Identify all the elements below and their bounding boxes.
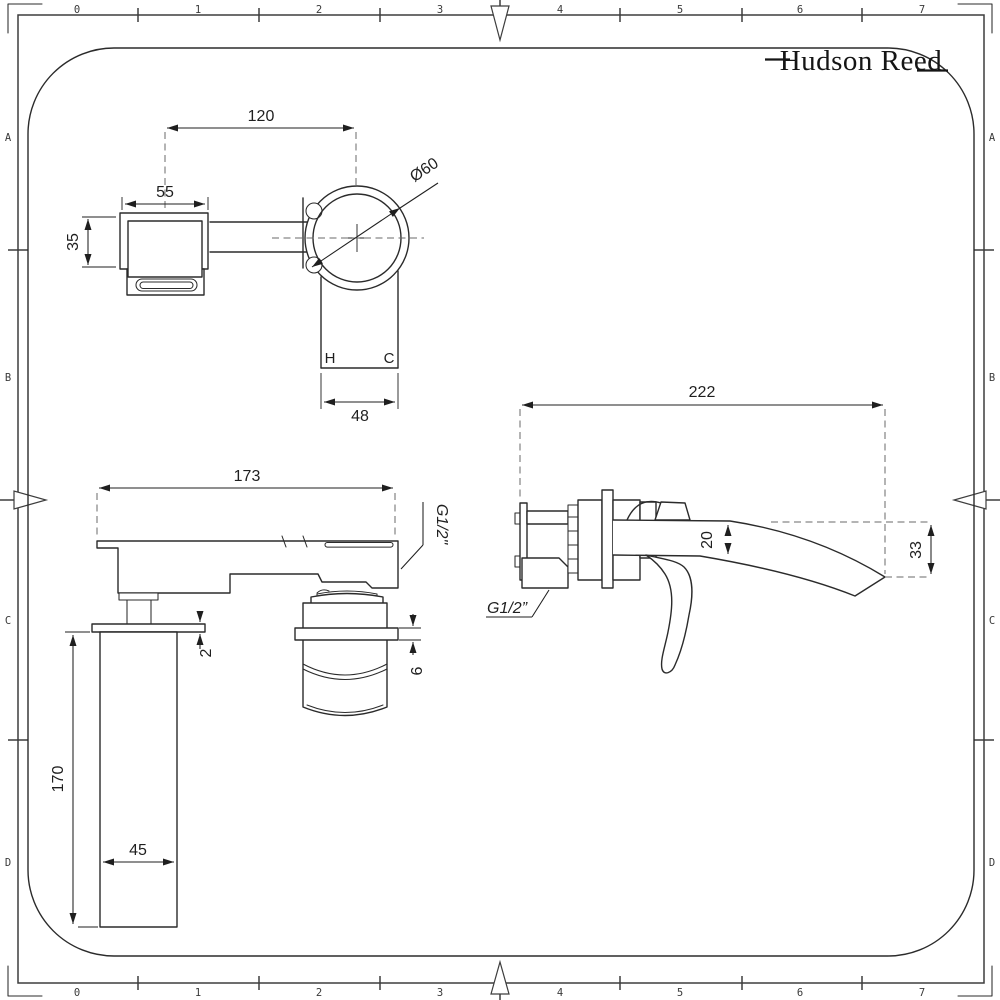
valve-cove-upper [302,663,388,676]
dim-handle-width: 55 [156,184,174,201]
spout-body-fill [321,271,398,368]
ruler-number-top-5: 5 [677,4,683,16]
valve-cap-knob [316,589,330,594]
screw-lug-top [305,202,323,220]
ruler-number-top-1: 1 [195,4,201,16]
dim-wall-projection: 222 [689,384,716,401]
inlet-block [521,557,569,589]
dim-thread-size: G1/2" [433,504,450,546]
leader-line [400,544,424,570]
leader-line [531,589,550,618]
ruler-number-top-4: 4 [557,4,563,16]
figure-side-view: 222 20 G1/2” 33 [486,384,935,674]
inlet-pipe [526,510,569,525]
figure-front-view: 173 G1/2" 2 6 45 [50,468,450,928]
handle-body [127,220,203,278]
corner-bracket-bottom-left [7,965,43,997]
dim-spout-length: 173 [234,468,261,485]
ruler-number-bottom-4: 4 [557,987,563,999]
spout-outline [612,519,886,597]
lever-slot-outer [135,278,198,292]
handle-arm [210,222,311,252]
valve-flange [294,627,399,641]
ruler-ticks [8,8,994,990]
cartridge-dome [626,500,662,521]
spout-fill [613,520,885,596]
row-letter-right-d: D [989,857,995,869]
row-letter-right-b: B [989,372,995,384]
valve-bottom-rim [306,704,384,713]
ruler-number-top-2: 2 [316,4,322,16]
ruler-number-top-7: 7 [919,4,925,16]
drop-column [99,631,178,928]
lever-slot-inner [139,281,194,290]
ruler-number-bottom-6: 6 [797,987,803,999]
wall-plate [91,623,206,633]
wall-tab-bottom [514,555,521,568]
ruler-number-bottom-0: 0 [74,987,80,999]
logo-text: Hudson Reed [780,45,943,77]
center-marker-bottom [490,959,510,1000]
row-letter-left-d: D [5,857,11,869]
valve-cove-lower [302,668,388,681]
center-marker-top [490,0,510,43]
ruler-number-top-6: 6 [797,4,803,16]
dim-leader-diameter [399,182,439,209]
ruler-number-bottom-2: 2 [316,987,322,999]
break-tick [302,535,308,548]
ruler-number-bottom-3: 3 [437,987,443,999]
ruler-number-bottom-7: 7 [919,987,925,999]
row-letter-right-a: A [989,132,996,144]
wall-tab-top [514,512,521,525]
waterfall-slot [324,541,394,548]
corner-bracket-bottom-right [957,965,993,997]
cartridge-cap [654,501,691,521]
row-letter-left-a: A [5,132,12,144]
dim-center-distance: 120 [248,108,275,125]
ribbed-plate [567,504,579,574]
sheet-outline [27,47,975,957]
row-letter-left-b: B [5,372,11,384]
wall-flange-plate [601,489,614,589]
spout-bar-outline [96,540,399,594]
row-letter-right-c: C [989,615,995,627]
corner-bracket-top-right [957,3,993,34]
center-marker-right [951,490,1000,510]
dim-line-diameter [311,207,401,268]
dim-spout-thickness: 20 [699,531,716,549]
dim-flange-diameter: Ø60 [407,155,442,186]
ruler-number-bottom-5: 5 [677,987,683,999]
dim-column-height: 170 [50,766,67,793]
dim-column-width: 45 [129,842,147,859]
dim-spout-body-width: 48 [351,408,369,425]
ruler-number-top-3: 3 [437,4,443,16]
dim-plate-thickness: 2 [198,648,215,657]
center-marker-left [0,490,49,510]
corner-bracket-top-left [7,3,43,34]
dim-handle-depth: 35 [65,233,82,251]
valve-cap-lower [310,592,384,603]
dim-flange-depth: 6 [409,666,426,675]
dim-tip-drop: 33 [908,541,925,559]
cold-label: C [384,350,395,367]
spout-collar [118,592,159,601]
ruler-number-top-0: 0 [74,4,80,16]
figure-top-view: 120 55 35 H C [65,108,442,425]
spout-stem [126,599,152,625]
hot-label: H [325,350,336,367]
dim-thread-size-side: G1/2” [487,600,528,617]
lever-handle [645,554,693,674]
row-letter-left-c: C [5,615,11,627]
screw-lug-bottom [305,256,323,274]
valve-block-left [577,499,603,581]
break-tick [281,535,287,548]
ruler-number-bottom-1: 1 [195,987,201,999]
valve-cylinder [302,602,388,717]
brand-logo: Hudson Reed [765,45,948,77]
